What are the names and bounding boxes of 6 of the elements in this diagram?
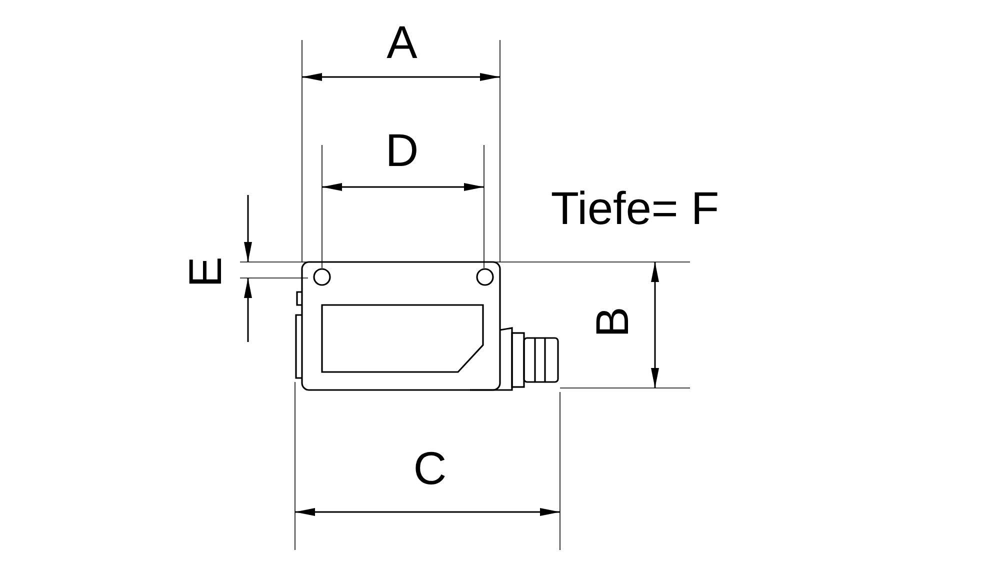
dimension-label: E	[182, 256, 228, 288]
dimension-label: C	[413, 445, 447, 491]
dimension-label: Tiefe= F	[550, 185, 720, 231]
dimension-label: B	[589, 306, 635, 338]
dimension-label: D	[385, 127, 419, 173]
dimension-label: A	[386, 19, 418, 65]
